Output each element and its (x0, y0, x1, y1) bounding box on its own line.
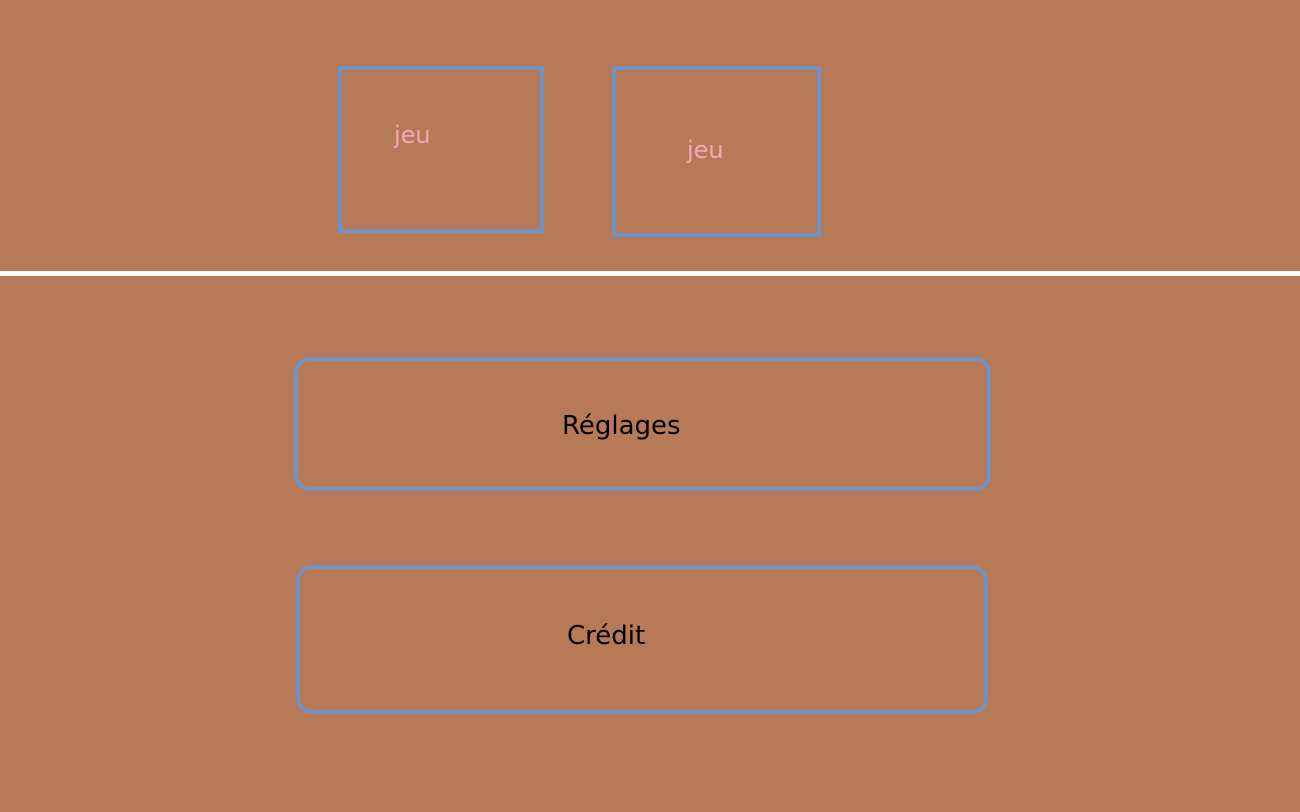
section-divider (0, 271, 1300, 276)
game-tile-2[interactable]: jeu (612, 66, 821, 237)
game-tile-label: jeu (687, 136, 724, 164)
credits-button-label: Crédit (567, 621, 646, 651)
settings-button[interactable]: Réglages (294, 357, 991, 491)
game-tile-1[interactable]: jeu (338, 66, 544, 233)
credits-button[interactable]: Crédit (296, 565, 988, 714)
game-tile-label: jeu (394, 121, 431, 149)
settings-button-label: Réglages (562, 411, 681, 441)
